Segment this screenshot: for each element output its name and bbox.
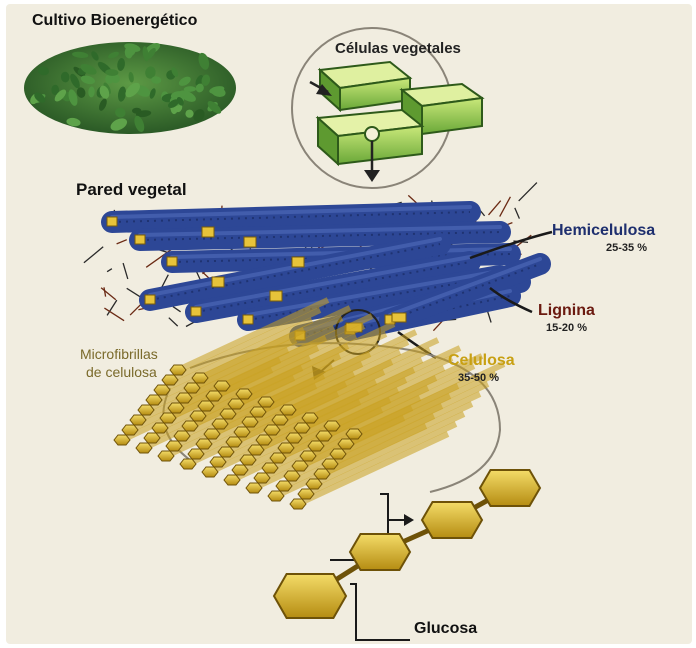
label-celulosa-pct: 35-50 % (458, 372, 499, 384)
label-hemicelulosa-pct: 25-35 % (606, 242, 647, 254)
label-lignina: Lignina (538, 302, 595, 320)
label-glucosa: Glucosa (414, 620, 477, 638)
label-celulas: Células vegetales (335, 40, 461, 57)
label-microfibrillas-2: de celulosa (86, 364, 157, 380)
label-cultivo: Cultivo Bioenergético (32, 12, 197, 30)
label-microfibrillas-1: Microfibrillas (80, 346, 158, 362)
label-hemicelulosa: Hemicelulosa (552, 222, 655, 240)
label-lignina-pct: 15-20 % (546, 322, 587, 334)
label-celulosa: Celulosa (448, 352, 515, 370)
label-pared: Pared vegetal (76, 180, 187, 200)
